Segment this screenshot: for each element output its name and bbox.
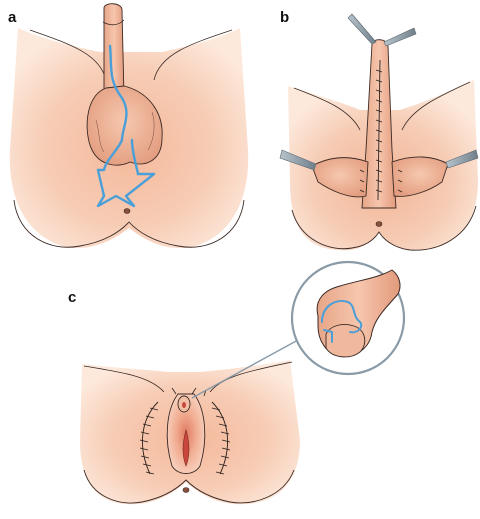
panel-b-left-scrotal-flap (311, 157, 369, 198)
panel-a-scrotum-fold (147, 111, 155, 151)
panel-a (9, 3, 249, 248)
panel-c-left-labia-stitches (139, 407, 159, 475)
panel-c-right-labia-suture (211, 401, 229, 475)
panel-b-clamp-top-left (347, 13, 377, 45)
panel-a-buttock-outline (13, 199, 245, 248)
panel-b-right-scrotal-flap (391, 156, 449, 197)
panel-a-incision-line (96, 44, 156, 208)
panel-c-vaginal-introitus (182, 428, 190, 467)
panel-b-clamp-left (279, 149, 317, 171)
panel-c (80, 260, 406, 505)
panel-b-buttock-outline (291, 205, 477, 251)
panel-b-anus (375, 221, 383, 227)
panel-b-contour (401, 81, 471, 131)
panel-b (279, 13, 479, 251)
panel-b-flap-suture (359, 169, 403, 193)
panel-c-buttock-outline (83, 469, 295, 504)
panel-c-urethral-meatus (182, 402, 186, 408)
panel-c-magnified-incision (321, 300, 363, 343)
panel-c-right-labia-stitches (211, 407, 231, 475)
panel-label-a: a (8, 9, 17, 26)
panel-c-contour (83, 365, 165, 393)
panel-c-contour (209, 361, 293, 393)
panel-a-anus (123, 208, 131, 214)
panel-b-contour (293, 87, 361, 131)
panel-b-suture-line (377, 59, 381, 201)
panel-b-suture-stitches (375, 69, 383, 193)
panel-label-c: c (68, 289, 76, 306)
panel-b-clamp-right (445, 149, 479, 169)
panel-c-magnifier-leader (191, 339, 299, 399)
panel-a-scrotum-fold (95, 119, 105, 153)
panel-b-clamp-top-right (383, 27, 417, 47)
panel-a-glans-line (102, 19, 125, 26)
panel-a-contour (153, 29, 233, 81)
panel-label-b: b (280, 9, 289, 26)
panel-c-anus (182, 487, 190, 493)
panel-c-left-labia-suture (141, 401, 159, 475)
panel-a-contour (29, 29, 107, 81)
